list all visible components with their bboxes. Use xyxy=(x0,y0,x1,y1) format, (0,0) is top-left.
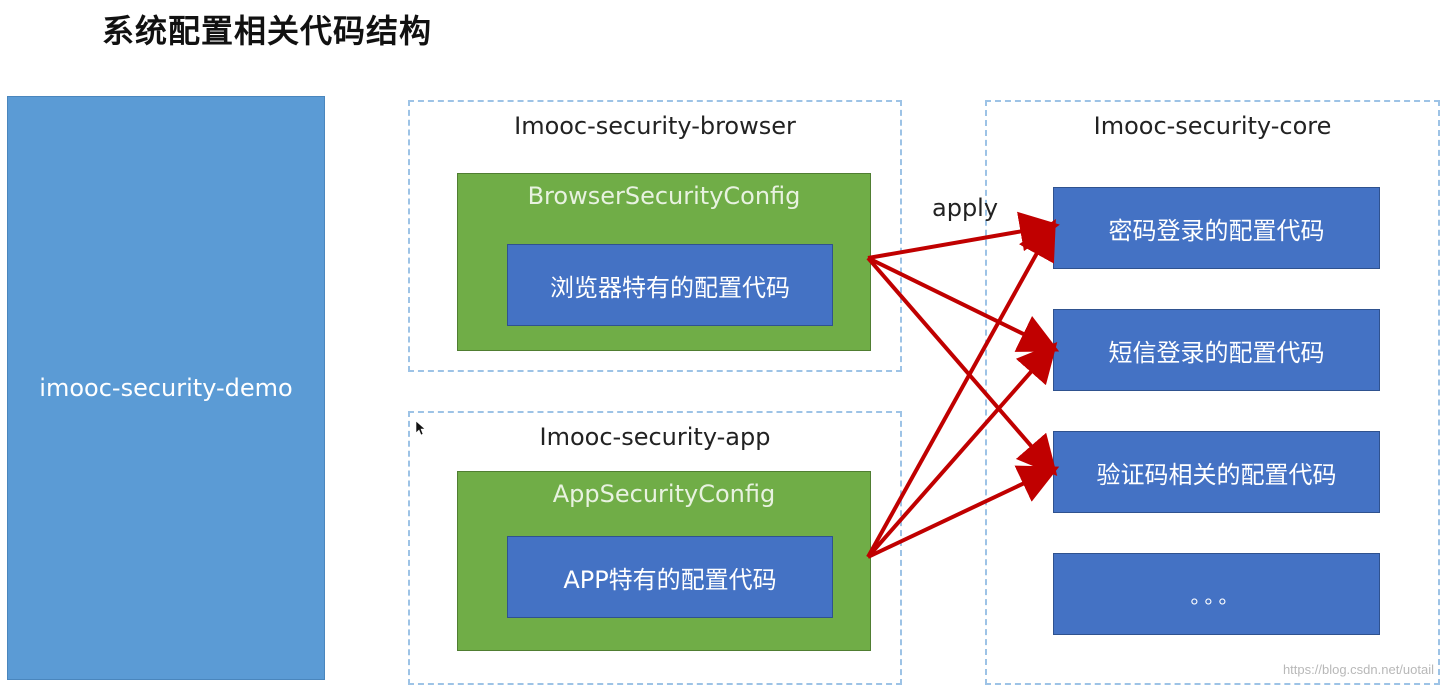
app-specific-code: APP特有的配置代码 xyxy=(507,536,833,618)
mouse-cursor-icon xyxy=(415,420,425,436)
app-module-title: Imooc-security-app xyxy=(539,423,771,451)
demo-module-label: imooc-security-demo xyxy=(39,374,293,402)
demo-module: imooc-security-demo xyxy=(7,96,325,680)
core-module: Imooc-security-core 密码登录的配置代码 短信登录的配置代码 … xyxy=(985,100,1440,685)
watermark: https://blog.csdn.net/uotail xyxy=(1282,662,1434,677)
core-item-sms-login: 短信登录的配置代码 xyxy=(1053,309,1380,391)
app-security-config: AppSecurityConfig APP特有的配置代码 xyxy=(457,471,871,651)
app-module: Imooc-security-app AppSecurityConfig APP… xyxy=(408,411,902,685)
core-item-more: 。。。 xyxy=(1053,553,1380,635)
browser-module: Imooc-security-browser BrowserSecurityCo… xyxy=(408,100,902,372)
apply-label: apply xyxy=(932,194,999,222)
browser-config-title: BrowserSecurityConfig xyxy=(527,182,801,210)
core-item-password-login: 密码登录的配置代码 xyxy=(1053,187,1380,269)
browser-security-config: BrowserSecurityConfig 浏览器特有的配置代码 xyxy=(457,173,871,351)
core-module-title: Imooc-security-core xyxy=(1093,112,1332,140)
core-item-captcha: 验证码相关的配置代码 xyxy=(1053,431,1380,513)
browser-module-title: Imooc-security-browser xyxy=(514,112,796,140)
browser-specific-code: 浏览器特有的配置代码 xyxy=(507,244,833,326)
page-title: 系统配置相关代码结构 xyxy=(102,12,433,50)
app-config-title: AppSecurityConfig xyxy=(552,480,776,508)
